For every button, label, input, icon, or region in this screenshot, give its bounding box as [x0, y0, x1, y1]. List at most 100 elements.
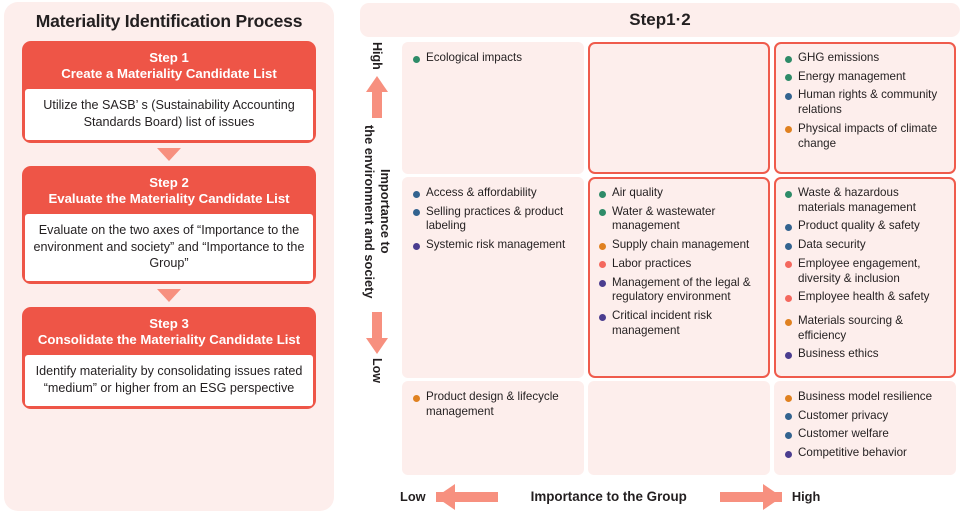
- x-axis-low-label: Low: [400, 489, 426, 504]
- matrix-item: Systemic risk management: [411, 238, 576, 253]
- matrix-item: Data security: [783, 238, 948, 253]
- x-axis-title: Importance to the Group: [530, 489, 687, 504]
- bullet-dot-icon: [785, 351, 792, 359]
- matrix-item: Air quality: [597, 186, 762, 201]
- arrow-down-icon-2: [157, 288, 181, 302]
- matrix-item: Physical impacts of climate change: [783, 122, 948, 151]
- matrix-cell-medium-high: [588, 42, 770, 174]
- bullet-dot-icon: [413, 394, 420, 402]
- bullet-dot-icon: [785, 242, 792, 250]
- matrix-item: Supply chain management: [597, 238, 762, 253]
- matrix-item: Selling practices & product labeling: [411, 205, 576, 234]
- bullet-dot-icon: [785, 74, 792, 82]
- step-card-3-title: Consolidate the Materiality Candidate Li…: [37, 332, 301, 348]
- bullet-dot-icon: [785, 413, 792, 421]
- matrix-item: Human rights & community relations: [783, 88, 948, 117]
- step-card-3-heading: Step 3 Consolidate the Materiality Candi…: [25, 310, 313, 355]
- matrix-cell-low-low: Product design & lifecycle management: [402, 381, 584, 475]
- matrix-item-label: Water & wastewater management: [612, 204, 716, 233]
- bullet-dot-icon: [785, 223, 792, 231]
- matrix-item-label: Labor practices: [612, 256, 692, 270]
- arrow-right-icon: [719, 483, 782, 510]
- matrix-item-label: Air quality: [612, 186, 663, 199]
- step-card-2-heading: Step 2 Evaluate the Materiality Candidat…: [25, 169, 313, 214]
- matrix-item: Energy management: [783, 70, 948, 85]
- x-axis: Low Importance to the Group High: [400, 483, 960, 510]
- bullet-dot-icon: [785, 431, 792, 439]
- matrix-item: Business model resilience: [783, 390, 948, 405]
- matrix-item: Waste & hazardous materials management: [783, 186, 948, 215]
- y-axis-low-label: Low: [370, 357, 384, 383]
- matrix-item: Product design & lifecycle management: [411, 390, 576, 419]
- x-axis-high-label: High: [791, 489, 821, 504]
- matrix-item-label: Energy management: [798, 69, 906, 83]
- matrix-item-label: Business model resilience: [798, 390, 933, 403]
- step-card-2-body: Evaluate on the two axes of “Importance …: [25, 214, 313, 281]
- step-card-3-body: Identify materiality by consolidating is…: [25, 355, 313, 406]
- matrix-header-title: Step1·2: [360, 3, 960, 37]
- bullet-dot-icon: [785, 450, 792, 458]
- page-title: Materiality Identification Process: [35, 11, 303, 31]
- bullet-dot-icon: [599, 242, 606, 250]
- bullet-dot-icon: [413, 242, 420, 250]
- bullet-dot-icon: [599, 261, 606, 269]
- bullet-dot-icon: [785, 126, 792, 134]
- y-axis-title-line1: Importance to: [377, 169, 393, 255]
- bullet-dot-icon: [413, 209, 420, 217]
- matrix-item: Employee health & safety: [783, 290, 948, 305]
- matrix-item-label: Product design & lifecycle management: [426, 390, 559, 418]
- bullet-dot-icon: [785, 394, 792, 402]
- matrix-item-label: Systemic risk management: [426, 238, 566, 252]
- matrix-item-label: Employee health & safety: [798, 290, 930, 304]
- bullet-dot-icon: [599, 190, 606, 198]
- step-card-3-label: Step 3: [149, 315, 189, 331]
- matrix-item-label: Waste & hazardous materials management: [798, 186, 916, 214]
- bullet-dot-icon: [785, 261, 792, 269]
- matrix-cell-medium-low: [588, 381, 770, 475]
- matrix-item-label: Customer privacy: [798, 408, 889, 422]
- matrix-item-label: Management of the legal & regulatory env…: [612, 275, 751, 304]
- matrix-item-label: Data security: [798, 238, 866, 252]
- matrix-item-label: Human rights & community relations: [798, 88, 938, 117]
- bullet-dot-icon: [785, 55, 792, 63]
- step-card-2: Step 2 Evaluate the Materiality Candidat…: [22, 165, 316, 284]
- matrix-item-label: Competitive behavior: [798, 446, 907, 460]
- matrix-item: Employee engagement, diversity & inclusi…: [783, 257, 948, 286]
- y-axis-title-line2: the environment and society: [362, 125, 377, 299]
- matrix-item: Product quality & safety: [783, 219, 948, 234]
- matrix-cell-low-high: Ecological impacts: [402, 42, 584, 174]
- step-card-1-body: Utilize the SASB’ s (Sustainability Acco…: [25, 89, 313, 140]
- matrix-item-label: Product quality & safety: [798, 219, 920, 233]
- matrix-item: Customer welfare: [783, 427, 948, 442]
- y-axis: High Importance to the environment and s…: [356, 42, 398, 480]
- matrix-item: Critical incident risk management: [597, 309, 762, 338]
- step-card-1-title: Create a Materiality Candidate List: [61, 66, 277, 82]
- step-card-1-heading: Step 1 Create a Materiality Candidate Li…: [25, 44, 313, 89]
- y-axis-title: Importance to the environment and societ…: [361, 108, 393, 316]
- matrix-item-label: Business ethics: [798, 347, 879, 361]
- matrix-item-label: Physical impacts of climate change: [798, 121, 938, 150]
- arrow-left-icon: [435, 483, 498, 510]
- matrix-item-label: Access & affordability: [426, 186, 537, 199]
- matrix-item-label: Employee engagement, diversity & inclusi…: [798, 256, 921, 285]
- bullet-dot-icon: [785, 190, 792, 198]
- matrix-item-label: Selling practices & product labeling: [426, 204, 564, 233]
- step-card-1: Step 1 Create a Materiality Candidate Li…: [22, 41, 316, 143]
- arrow-up-icon: [366, 75, 388, 118]
- bullet-dot-icon: [599, 313, 606, 321]
- matrix-item-label: Customer welfare: [798, 427, 889, 441]
- matrix-item: Ecological impacts: [411, 51, 576, 66]
- matrix-item: Materials sourcing & efficiency: [783, 314, 948, 343]
- bullet-dot-icon: [785, 92, 792, 100]
- matrix-item: Management of the legal & regulatory env…: [597, 276, 762, 305]
- matrix-item-label: Ecological impacts: [426, 51, 523, 64]
- matrix-item-label: GHG emissions: [798, 51, 880, 64]
- step-card-2-title: Evaluate the Materiality Candidate List: [48, 190, 290, 206]
